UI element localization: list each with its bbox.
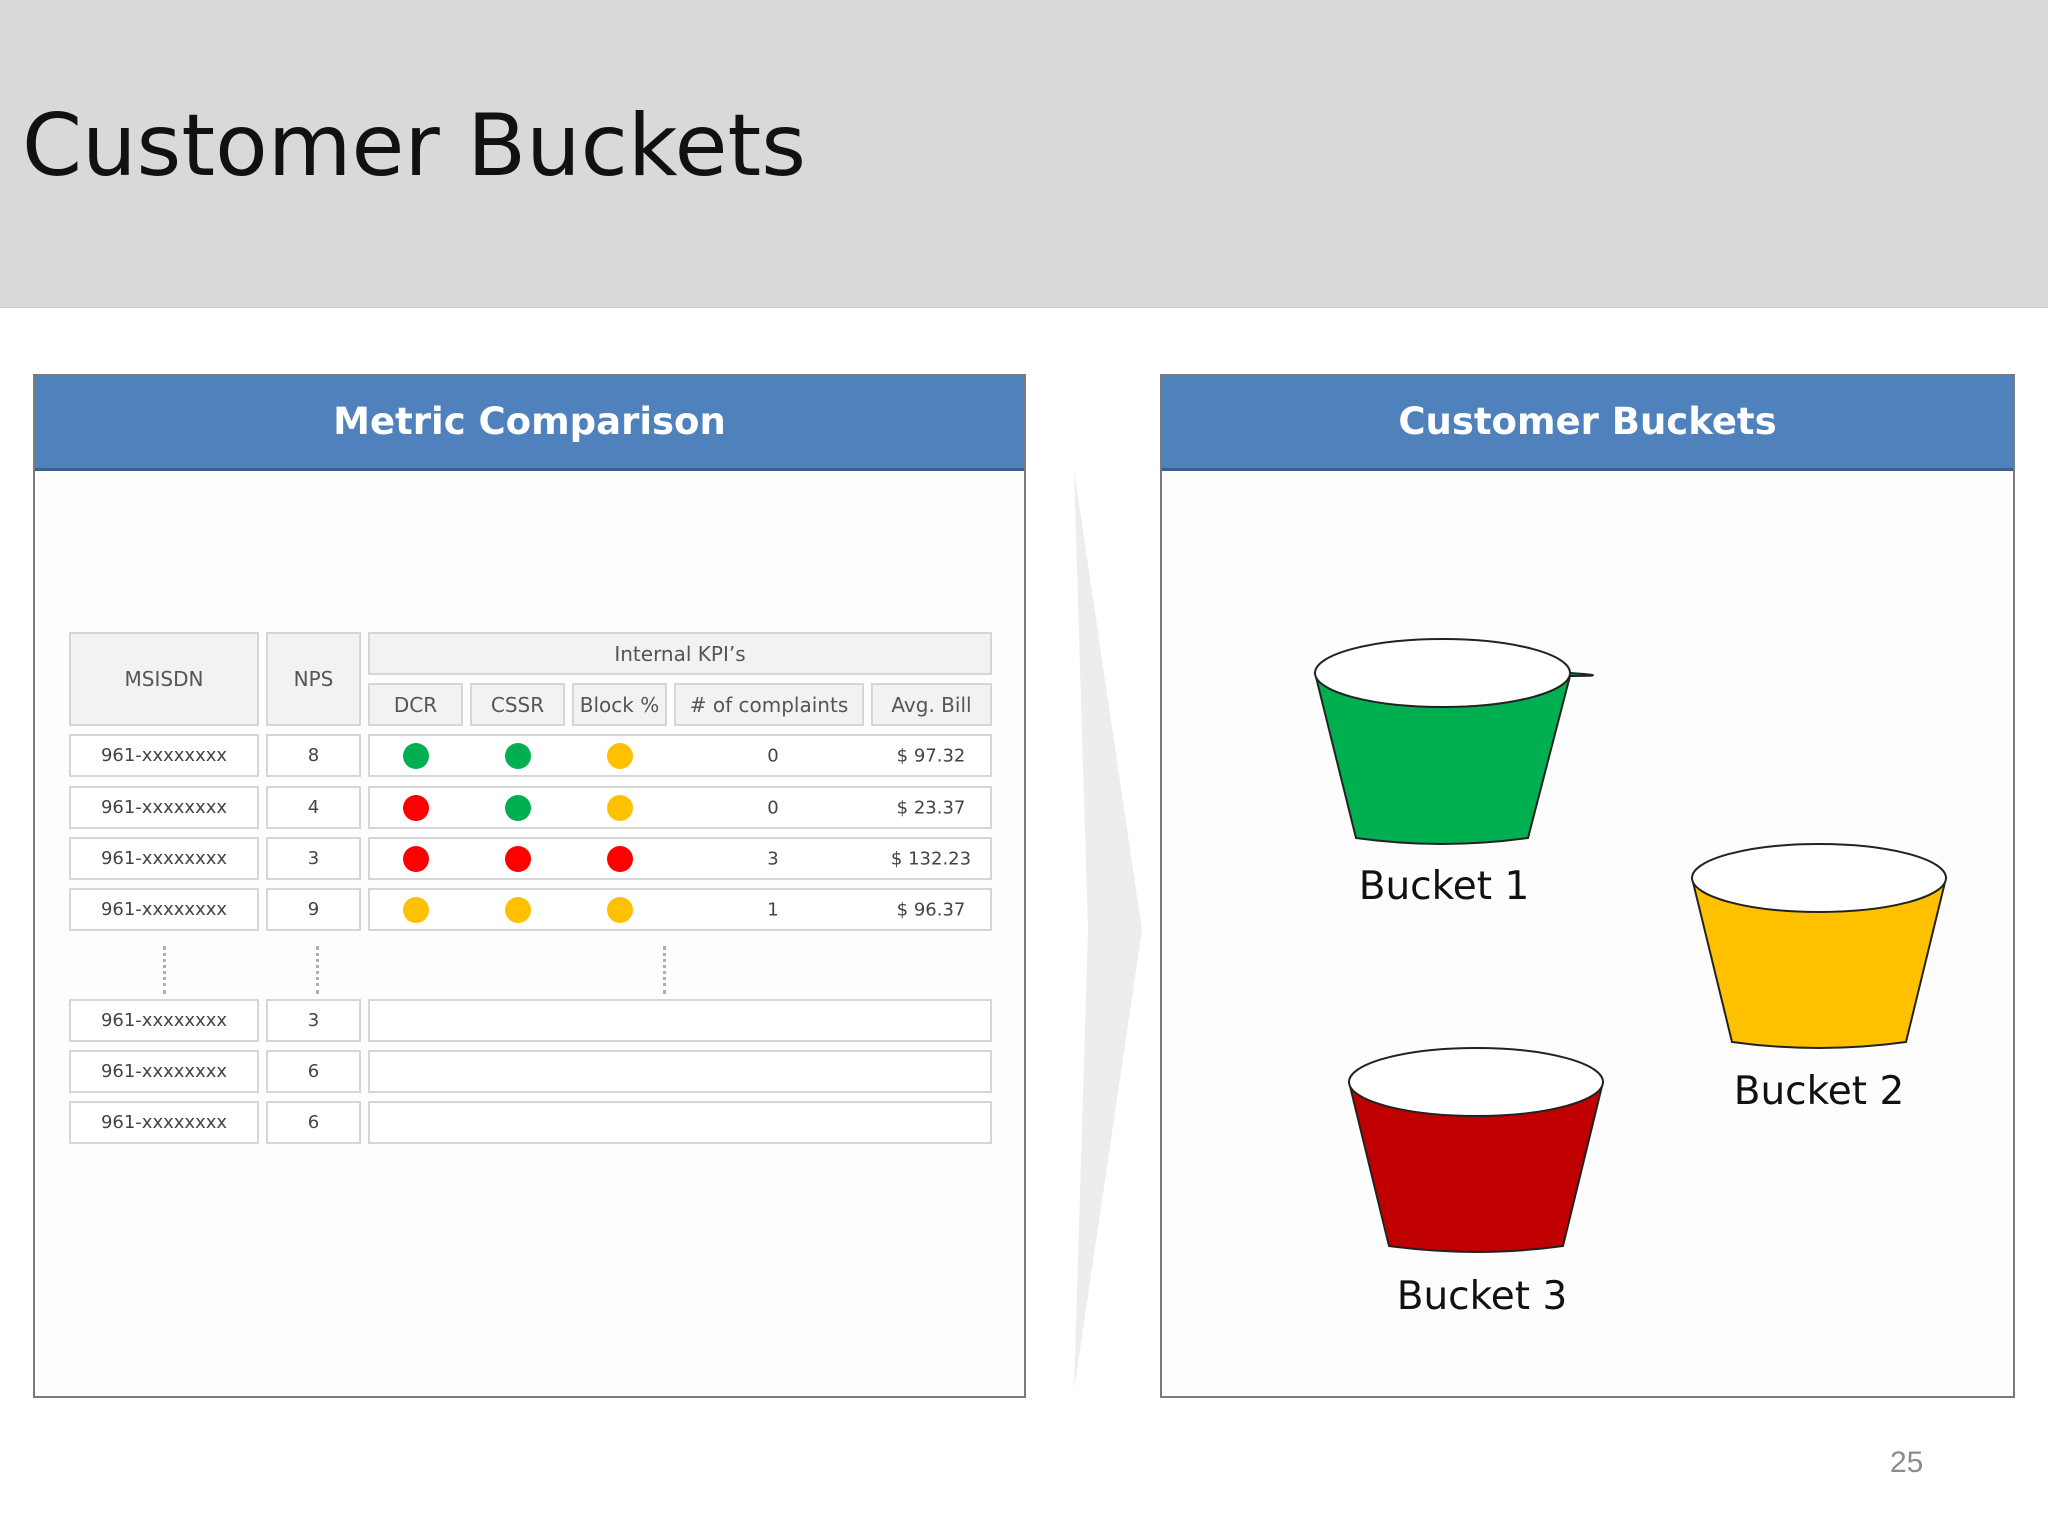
cssr-header: CSSR	[470, 683, 565, 726]
ellipsis-marker	[663, 946, 666, 994]
kpi-row	[368, 837, 992, 880]
bucket-2-label: Bucket 2	[1733, 1069, 1905, 1114]
msisdn-cell: 961-xxxxxxxx	[69, 888, 259, 931]
avg-bill-value: $ 132.23	[890, 848, 972, 869]
customer-buckets-panel: Customer Buckets Bucket 1 Bucket 2 Bucke…	[1160, 374, 2015, 1398]
metric-comparison-panel: Metric Comparison MSISDN NPS Internal KP…	[33, 374, 1026, 1398]
ellipsis-marker	[163, 946, 166, 994]
cssr-status-dot	[504, 845, 531, 872]
complaints-header: # of complaints	[674, 683, 864, 726]
nps-cell: 8	[266, 734, 361, 777]
block-status-dot	[606, 896, 633, 923]
kpi-row-empty	[368, 1101, 992, 1144]
ellipsis-marker	[316, 946, 319, 994]
nps-cell: 3	[266, 999, 361, 1042]
msisdn-cell: 961-xxxxxxxx	[69, 999, 259, 1042]
customer-buckets-header: Customer Buckets	[1162, 376, 2013, 471]
metric-table: MSISDN NPS Internal KPI’s DCR CSSR Block…	[35, 376, 1024, 1396]
bucket-3-icon	[1347, 1047, 1605, 1253]
complaints-value: 0	[767, 745, 779, 766]
cssr-status-dot	[504, 794, 531, 821]
msisdn-header: MSISDN	[69, 632, 259, 726]
complaints-value: 3	[767, 848, 779, 869]
bucket-1-icon	[1313, 638, 1594, 845]
kpi-row	[368, 888, 992, 931]
msisdn-cell: 961-xxxxxxxx	[69, 734, 259, 777]
kpi-row-empty	[368, 1050, 992, 1093]
cssr-status-dot	[504, 742, 531, 769]
nps-cell: 3	[266, 837, 361, 880]
block-status-dot	[606, 794, 633, 821]
bucket-1-label: Bucket 1	[1358, 864, 1530, 909]
dcr-status-dot	[402, 794, 429, 821]
avg-bill-value: $ 97.32	[896, 745, 966, 766]
msisdn-cell: 961-xxxxxxxx	[69, 786, 259, 829]
kpi-row	[368, 786, 992, 829]
chevron-arrow-shape	[1074, 470, 1142, 1390]
nps-cell: 6	[266, 1101, 361, 1144]
block-percent-header: Block %	[572, 683, 667, 726]
avg-bill-header: Avg. Bill	[871, 683, 992, 726]
dcr-status-dot	[402, 845, 429, 872]
dcr-header: DCR	[368, 683, 463, 726]
block-status-dot	[606, 742, 633, 769]
nps-cell: 9	[266, 888, 361, 931]
dcr-status-dot	[402, 896, 429, 923]
complaints-value: 1	[767, 899, 779, 920]
title-band	[0, 0, 2048, 308]
dcr-status-dot	[402, 742, 429, 769]
avg-bill-value: $ 96.37	[896, 899, 966, 920]
cssr-status-dot	[504, 896, 531, 923]
bucket-2-icon	[1690, 843, 1948, 1049]
msisdn-cell: 961-xxxxxxxx	[69, 1101, 259, 1144]
slide-title: Customer Buckets	[22, 96, 807, 196]
msisdn-cell: 961-xxxxxxxx	[69, 837, 259, 880]
nps-cell: 4	[266, 786, 361, 829]
buckets-illustration	[1313, 638, 1948, 1253]
nps-header: NPS	[266, 632, 361, 726]
internal-kpis-header: Internal KPI’s	[368, 632, 992, 675]
kpi-row	[368, 734, 992, 777]
page-number: 25	[1890, 1446, 1924, 1479]
kpi-row-empty	[368, 999, 992, 1042]
nps-cell: 6	[266, 1050, 361, 1093]
avg-bill-value: $ 23.37	[896, 797, 966, 818]
block-status-dot	[606, 845, 633, 872]
bucket-3-label: Bucket 3	[1396, 1274, 1568, 1319]
complaints-value: 0	[767, 797, 779, 818]
msisdn-cell: 961-xxxxxxxx	[69, 1050, 259, 1093]
metric-comparison-header: Metric Comparison	[35, 376, 1024, 471]
